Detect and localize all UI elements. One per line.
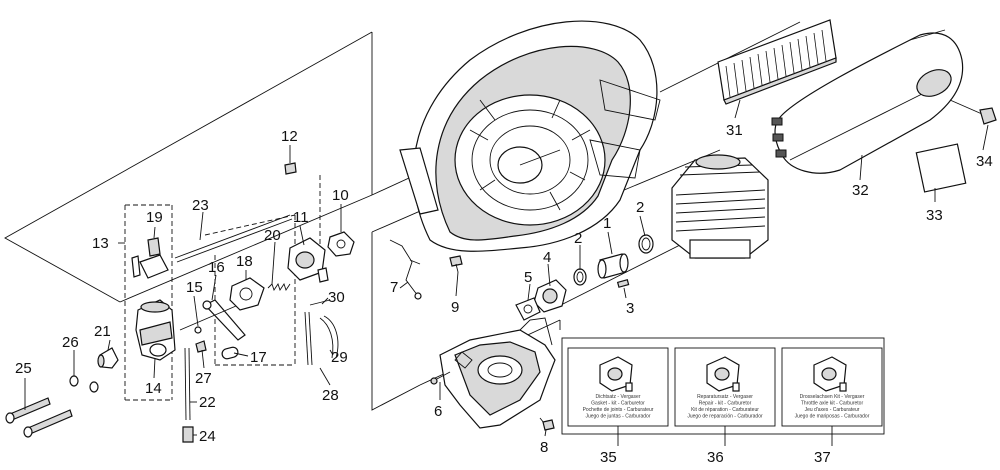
piston-parts [573, 234, 654, 288]
washers [69, 375, 99, 393]
screw-6 [430, 371, 451, 385]
choke-knob [97, 347, 119, 369]
gasket-10 [327, 231, 355, 257]
fan-housing [399, 20, 661, 252]
kit-35-line-4: Juego de juntas - Carburador [585, 414, 650, 420]
callout-12: 12 [281, 128, 298, 145]
kit-37-line-3: Jeu d'axes - Carburateur [805, 407, 860, 413]
warning-label [915, 143, 967, 193]
callout-30: 30 [328, 289, 345, 306]
spring-20 [267, 282, 291, 292]
callout-4: 4 [543, 249, 551, 266]
carburetor-body [135, 299, 176, 361]
throttle-shaft [184, 347, 191, 421]
callout-20: 20 [264, 227, 281, 244]
callout-28: 28 [322, 387, 339, 404]
callout-3: 3 [626, 300, 634, 317]
callout-16: 16 [208, 259, 225, 276]
callout-18: 18 [236, 253, 253, 270]
kit-36-line-4: Juego de reparación - Carburador [687, 414, 763, 420]
fuel-hoses [304, 299, 339, 366]
callout-29: 29 [331, 349, 348, 366]
kit-36-line-3: Kit de réparation - Carburateur [691, 407, 759, 413]
callout-labels: 1 2 2 3 4 5 6 7 8 9 10 11 12 13 14 15 16… [15, 122, 993, 466]
callout-25: 25 [15, 360, 32, 377]
kit-37-line-2: Throttle axle kit - Carburetor [801, 401, 864, 407]
screw-8 [539, 417, 555, 431]
kit-36-line-1: Reparatursatz - Vergaser [697, 394, 753, 400]
kit-panel [561, 337, 885, 435]
callout-35: 35 [600, 449, 617, 466]
callout-19: 19 [146, 209, 163, 226]
fitting-12 [284, 162, 297, 175]
cover-screw [949, 99, 997, 125]
solenoid-11 [287, 237, 329, 283]
callout-27: 27 [195, 370, 212, 387]
callout-34: 34 [976, 153, 993, 170]
callout-15: 15 [186, 279, 203, 296]
callout-11: 11 [293, 209, 309, 226]
lower-bracket [439, 317, 556, 429]
callout-14: 14 [145, 380, 162, 397]
kit-35-line-3: Pochette de joints - Carburateur [583, 407, 654, 413]
screw-9 [449, 255, 463, 273]
adjusting-screw [182, 426, 194, 443]
callout-8: 8 [540, 439, 548, 456]
throttle-lever [179, 299, 251, 353]
callout-1: 1 [603, 215, 611, 232]
leader-lines [24, 99, 989, 437]
callout-24: 24 [199, 428, 216, 445]
callout-37: 37 [814, 449, 831, 466]
kit-35-line-1: Dichtsatz - Vergaser [595, 394, 640, 400]
kit-36-line-2: Repair - kit - Carburetor [699, 401, 752, 407]
callout-10: 10 [332, 187, 349, 204]
callout-9: 9 [451, 299, 459, 316]
callout-2b: 2 [574, 230, 582, 247]
idle-pad [221, 346, 239, 360]
callout-5: 5 [524, 269, 532, 286]
choke-parts [131, 237, 169, 279]
kit-carb-icons [599, 356, 847, 392]
callout-6: 6 [434, 403, 442, 420]
carb-gasket [229, 277, 265, 311]
kit-37-line-1: Drosselachsen Kit - Vergaser [800, 394, 865, 400]
callout-31: 31 [726, 122, 743, 139]
kit-35-line-2: Gasket - kit - Carburetor [591, 401, 645, 407]
air-filter-element [717, 19, 837, 105]
callout-33: 33 [926, 207, 943, 224]
callout-2a: 2 [636, 199, 644, 216]
cylinder [671, 154, 769, 259]
kit-leaders [617, 426, 833, 446]
long-rod [174, 214, 293, 263]
callout-17: 17 [250, 349, 267, 366]
intake-manifold [515, 279, 567, 321]
callout-26: 26 [62, 334, 79, 351]
callout-13: 13 [92, 235, 109, 252]
callout-22: 22 [199, 394, 216, 411]
throttle-rod [389, 239, 422, 300]
kit-37-line-4: Juego de mariposas - Carburador [795, 414, 870, 420]
callout-32: 32 [852, 182, 869, 199]
callout-36: 36 [707, 449, 724, 466]
callout-21: 21 [94, 323, 111, 340]
air-filter-cover [771, 29, 964, 174]
long-screws [5, 397, 73, 438]
callout-23: 23 [192, 197, 209, 214]
callout-7: 7 [390, 279, 398, 296]
